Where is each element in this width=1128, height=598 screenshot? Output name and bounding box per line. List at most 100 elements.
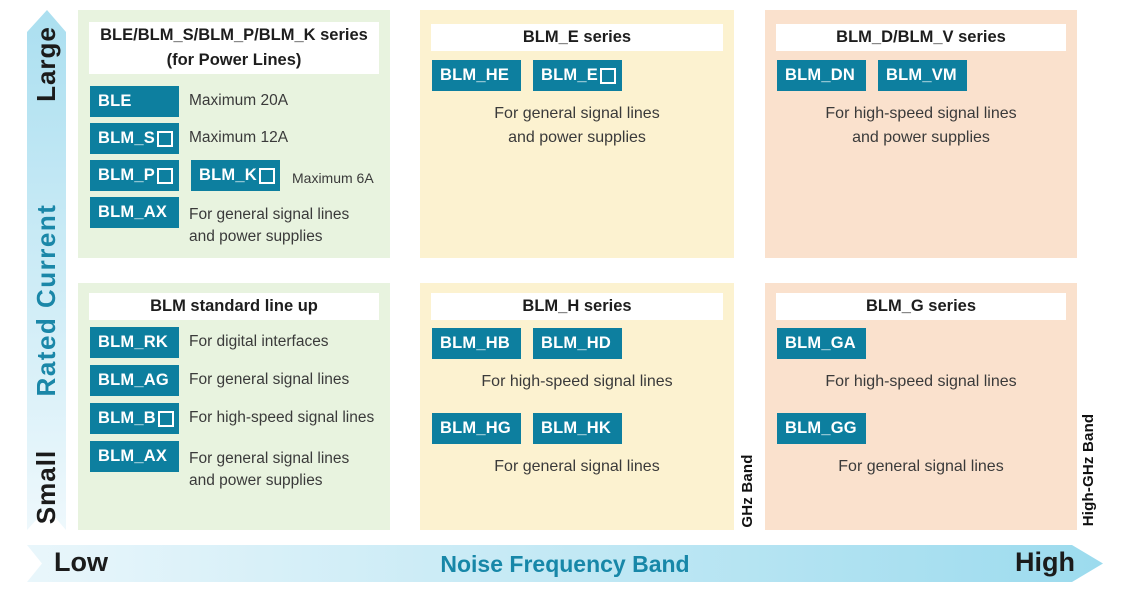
badge-group: BLM_AX — [90, 197, 179, 228]
series-badge: BLM_VM — [878, 60, 967, 91]
panel-title: BLM_G series — [776, 293, 1066, 320]
product-description: For general signal lines and power suppli… — [420, 102, 734, 150]
product-description: For general signal lines — [765, 455, 1077, 479]
x-axis-min-label: Low — [54, 547, 108, 577]
y-axis-max-label: Large — [31, 26, 61, 102]
series-badge: BLM_RK — [90, 327, 179, 358]
series-badge: BLM_S — [90, 123, 179, 154]
product-description: For high-speed signal lines — [189, 407, 374, 429]
product-description: For digital interfaces — [189, 331, 329, 353]
y-axis-min-label: Small — [31, 449, 61, 525]
series-badge: BLM_HB — [432, 328, 521, 359]
description-line: and power supplies — [189, 472, 323, 489]
description-line: For high-speed signal lines — [825, 373, 1017, 390]
size-placeholder-square-icon — [156, 130, 173, 147]
series-badge: BLM_HK — [533, 413, 622, 444]
x-axis-max-label: High — [1015, 547, 1075, 577]
panel-title: BLM standard line up — [89, 293, 379, 320]
panel-title-line: BLM standard line up — [150, 297, 318, 315]
series-badge: BLM_AX — [90, 441, 179, 472]
badge-group: BLM_HE BLM_E — [420, 60, 734, 91]
description-line: For general signal lines — [189, 450, 350, 467]
series-badge: BLM_GG — [777, 413, 866, 444]
series-badge: BLM_HD — [533, 328, 622, 359]
panel-title: BLM_D/BLM_V series — [776, 24, 1066, 51]
description-line: For high-speed signal lines — [189, 409, 375, 426]
series-badge: BLM_HE — [432, 60, 521, 91]
panel-power-line-series: BLE/BLM_S/BLM_P/BLM_K series (for Power L… — [78, 10, 390, 258]
description-line: and power supplies — [508, 129, 646, 146]
description-line: For high-speed signal lines — [825, 105, 1017, 122]
product-description: Maximum 20A — [189, 90, 288, 112]
series-badge: BLM_AX — [90, 197, 179, 228]
product-description: For high-speed signal lines — [420, 370, 734, 394]
product-row: BLM_B For high-speed signal lines — [78, 403, 390, 434]
badge-group: BLM_RK — [90, 327, 179, 358]
panel-title-line: BLM_D/BLM_V series — [836, 28, 1006, 46]
product-row: BLM_RK For digital interfaces — [78, 327, 390, 358]
description-line: Maximum 6A — [292, 170, 374, 186]
description-line: Maximum 12A — [189, 129, 289, 146]
badge-group: BLM_AG — [90, 365, 179, 396]
size-placeholder-square-icon — [157, 410, 174, 427]
panel-title-line: BLM_H series — [522, 297, 632, 315]
series-badge: BLM_AG — [90, 365, 179, 396]
size-placeholder-square-icon — [599, 67, 616, 84]
badge-group: BLM_S — [90, 123, 179, 154]
product-description: For general signal lines — [420, 455, 734, 479]
product-description: For general signal lines — [189, 369, 349, 391]
panel-title-line: BLM_G series — [865, 297, 977, 315]
product-description: For general signal lines and power suppli… — [189, 448, 349, 492]
description-line: and power supplies — [189, 228, 323, 245]
badge-group: BLE — [90, 86, 179, 117]
description-line: For general signal lines — [838, 458, 1004, 475]
series-badge: BLM_P — [90, 160, 179, 191]
badge-group: BLM_HG BLM_HK — [420, 413, 734, 444]
product-description: Maximum 6A — [292, 167, 374, 189]
panel-blm-standard-lineup: BLM standard line up BLM_RK For digital in… — [78, 283, 390, 530]
panel-title-line: BLM_E series — [522, 28, 632, 46]
size-placeholder-square-icon — [258, 167, 275, 184]
series-badge: BLE — [90, 86, 179, 117]
description-line: For digital interfaces — [189, 333, 329, 350]
badge-group: BLM_B — [90, 403, 179, 434]
size-placeholder-square-icon — [156, 167, 173, 184]
description-line: Maximum 20A — [189, 92, 289, 109]
badge-group: BLM_GA — [765, 328, 1077, 359]
series-badge: BLM_DN — [777, 60, 866, 91]
description-line: and power supplies — [852, 129, 990, 146]
badge-group: BLM_GG — [765, 413, 1077, 444]
badge-group: BLM_AX — [90, 441, 179, 472]
ghz-band-label: GHz Band — [739, 454, 756, 528]
badge-group: BLM_DN BLM_VM — [765, 60, 1077, 91]
x-axis-arrow — [27, 545, 1103, 582]
panel-title-line: (for Power Lines) — [166, 51, 302, 69]
series-badge: BLM_E — [533, 60, 622, 91]
product-description: Maximum 12A — [189, 127, 288, 149]
panel-title-line: BLE/BLM_S/BLM_P/BLM_K series — [100, 26, 368, 44]
panel-title: BLM_E series — [431, 24, 723, 51]
series-badge: BLM_K — [191, 160, 280, 191]
panel-title: BLM_H series — [431, 293, 723, 320]
product-row: BLM_S Maximum 12A — [78, 123, 390, 154]
product-row: BLE Maximum 20A — [78, 86, 390, 117]
x-axis-label: Noise Frequency Band — [440, 551, 690, 577]
series-badge: BLM_B — [90, 403, 179, 434]
y-axis-label: Rated Current — [31, 203, 61, 397]
product-description: For high-speed signal lines — [765, 370, 1077, 394]
product-description: For high-speed signal lines and power sup… — [765, 102, 1077, 150]
description-line: For high-speed signal lines — [481, 373, 673, 390]
product-row: BLM_AX For general signal lines and power … — [78, 441, 390, 492]
series-badge: BLM_HG — [432, 413, 521, 444]
product-row: BLM_AG For general signal lines — [78, 365, 390, 396]
description-line: For general signal lines — [189, 371, 350, 388]
badge-group: BLM_P BLM_K — [90, 160, 280, 191]
description-line: For general signal lines — [494, 105, 660, 122]
